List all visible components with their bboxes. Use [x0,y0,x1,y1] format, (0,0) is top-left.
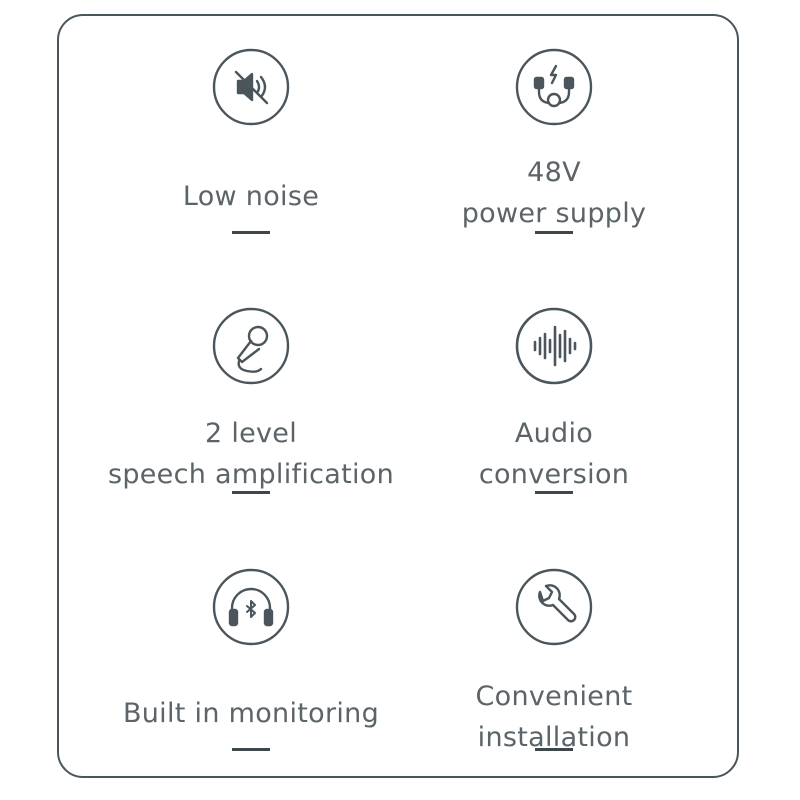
microphone-icon [212,307,290,385]
feature-label: Low noise [91,176,411,217]
separator [535,491,573,494]
feature-label-line: 2 level [204,418,298,449]
feature-label-line: 48V [527,157,581,188]
feature-built-in-monitoring: Built in monitoring [91,568,411,783]
separator [232,748,270,751]
feature-label: Audio conversion [394,413,714,495]
feature-label-line: installation [477,722,631,753]
feature-label: 2 level speech amplification [91,413,411,495]
feature-label: Built in monitoring [91,693,411,734]
feature-label-line: conversion [478,459,630,490]
feature-label-line: Audio [514,418,594,449]
separator [232,491,270,494]
separator [535,231,573,234]
feature-label-line: power supply [461,198,647,229]
wrench-icon [515,568,593,646]
feature-label-line: speech amplification [107,459,395,490]
feature-label-line: Convenient [475,681,633,712]
bluetooth-headphones-icon [212,568,290,646]
feature-speech-amplification: 2 level speech amplification [91,307,411,522]
feature-panel: Low noise 48V power supply [57,14,739,778]
separator [232,231,270,234]
feature-audio-conversion: Audio conversion [394,307,714,522]
separator [535,748,573,751]
feature-label-line: Built in monitoring [122,698,380,729]
feature-label-line: Low noise [182,181,320,212]
feature-label: 48V power supply [394,152,714,234]
power-connector-icon [515,48,593,126]
feature-convenient-installation: Convenient installation [394,568,714,783]
feature-label: Convenient installation [394,676,714,758]
sound-wave-icon [515,307,593,385]
mute-speaker-icon [212,48,290,126]
feature-low-noise: Low noise [91,48,411,263]
feature-48v-power-supply: 48V power supply [394,48,714,263]
